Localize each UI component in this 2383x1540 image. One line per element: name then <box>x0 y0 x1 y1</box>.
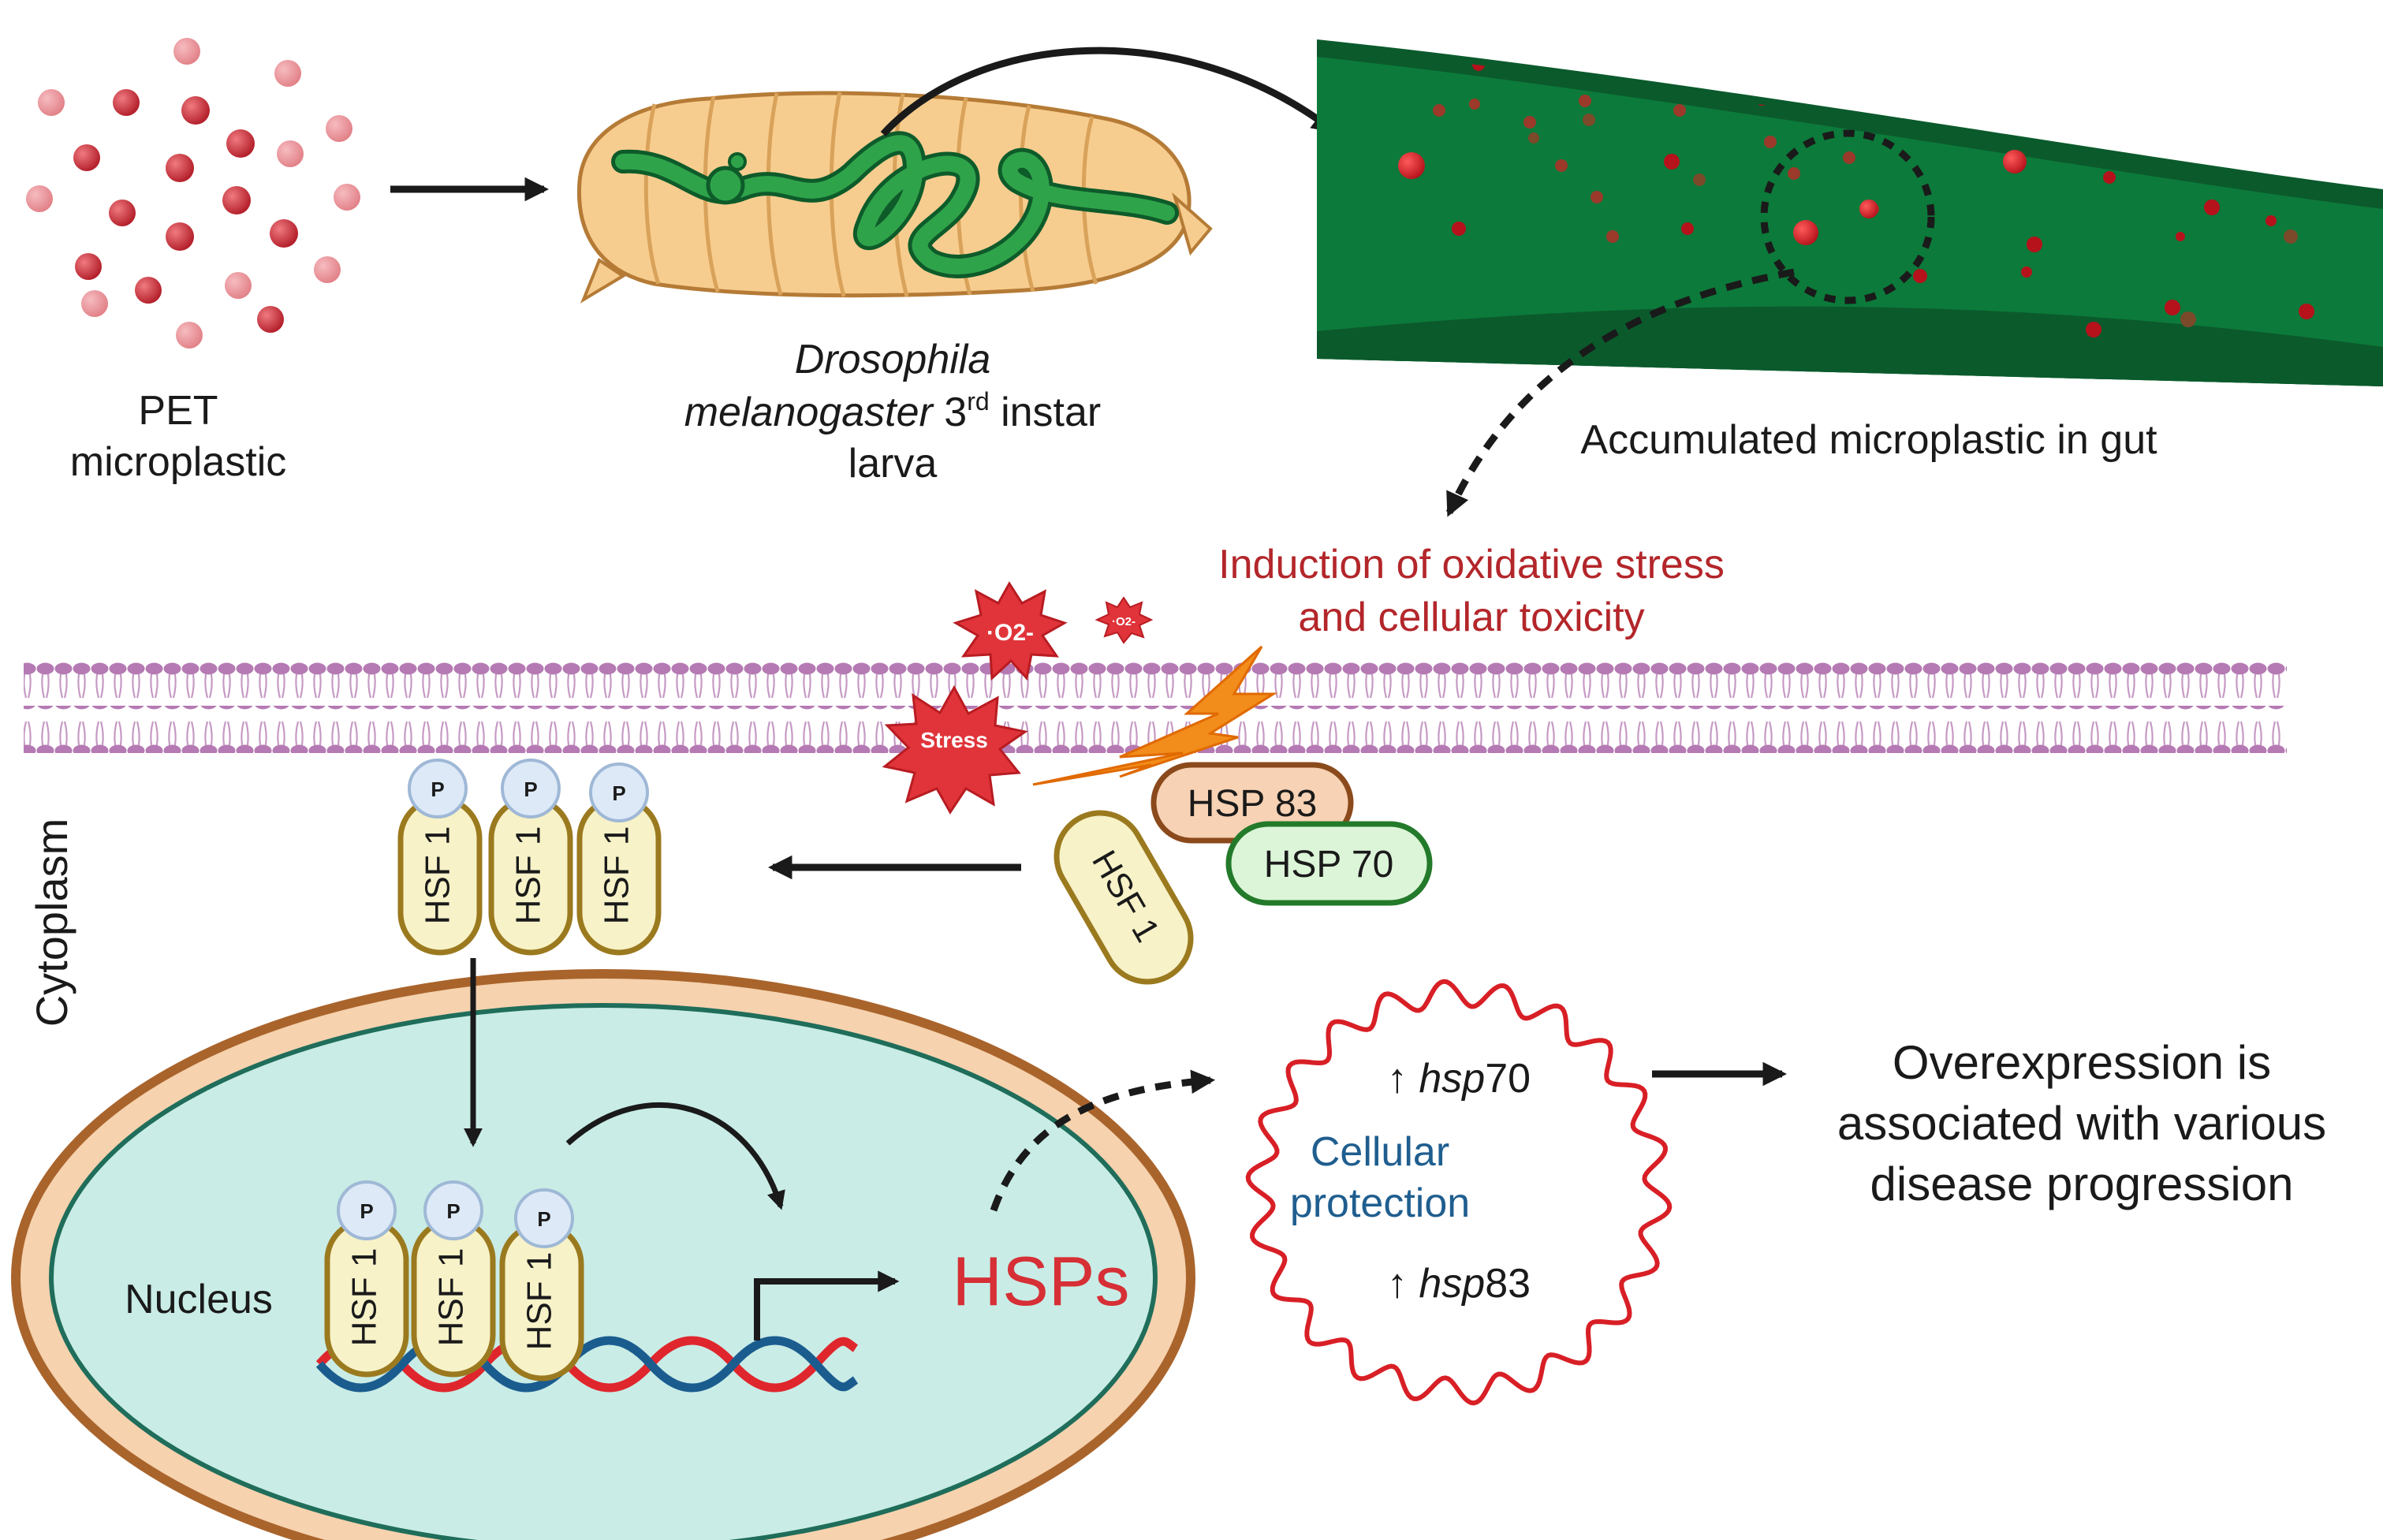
hsp70-protein: HSP 70 <box>1225 821 1433 906</box>
outcome-line3: disease progression <box>1870 1158 2294 1210</box>
svg-text:HSF 1: HSF 1 <box>598 826 636 925</box>
svg-text:P: P <box>612 781 625 805</box>
cytoplasm-label: Cytoplasm <box>27 818 76 1027</box>
larva-label: larva <box>848 441 938 487</box>
gut-caption: Accumulated microplastic in gut <box>1580 417 2157 463</box>
svg-text:P: P <box>446 1199 460 1223</box>
svg-text:HSF 1: HSF 1 <box>509 826 548 925</box>
hsp83-gene-label: ↑ hsp83 <box>1387 1261 1531 1307</box>
curved-arrow-transcription <box>565 1102 785 1210</box>
protection-label-line2: protection <box>1290 1180 1470 1226</box>
lightning-bolt-icon <box>1032 645 1278 786</box>
svg-text:·O2-: ·O2- <box>986 620 1034 646</box>
svg-text:P: P <box>360 1199 373 1223</box>
cell-membrane <box>24 658 2287 753</box>
larva-icon <box>576 91 1213 304</box>
protection-wavy-circle <box>1245 979 1673 1406</box>
arrow-to-gut <box>880 47 1337 137</box>
nucleus <box>11 969 1195 1540</box>
protection-label-line1: Cellular <box>1311 1129 1449 1175</box>
outcome-line1: Overexpression is <box>1893 1036 2271 1089</box>
hsf1-trimer-cytoplasm: HSF 1 HSF 1 HSF 1 P P P <box>397 759 662 956</box>
stress-burst: Stress <box>882 684 1028 815</box>
hsf1-monomer: HSF 1 <box>1054 810 1194 985</box>
promoter-arrow <box>754 1270 900 1341</box>
induction-label-line1: Induction of oxidative stress <box>1218 542 1725 587</box>
outcome-line2: associated with various <box>1837 1097 2326 1150</box>
gut-section-icon <box>1317 39 2383 386</box>
svg-text:P: P <box>431 777 444 801</box>
superoxide-burst-large: ·O2- <box>953 581 1068 681</box>
svg-text:P: P <box>524 777 537 801</box>
nucleus-label: Nucleus <box>125 1277 273 1322</box>
pet-label: PET <box>138 388 218 434</box>
superoxide-burst-small: ·O2- <box>1095 596 1154 644</box>
hsf1-trimer-nucleus: HSF 1 HSF 1 HSF 1 P P P <box>324 1180 584 1382</box>
svg-text:Stress: Stress <box>920 728 988 752</box>
svg-text:HSF 1: HSF 1 <box>345 1248 384 1347</box>
larva-stage-label: melanogaster 3rd instar <box>684 387 1102 435</box>
svg-text:P: P <box>537 1207 550 1231</box>
dna-double-helix-icon <box>315 1336 859 1393</box>
dashed-arrow-to-protection <box>990 1069 1216 1212</box>
svg-text:HSP 83: HSP 83 <box>1188 783 1318 825</box>
microplastic-cluster-icon <box>26 38 360 349</box>
svg-text:·O2-: ·O2- <box>1112 615 1136 628</box>
svg-text:HSF 1: HSF 1 <box>520 1252 559 1351</box>
hsp70-gene-label: ↑ hsp70 <box>1387 1056 1531 1102</box>
svg-text:HSP 70: HSP 70 <box>1264 844 1394 886</box>
svg-text:HSF 1: HSF 1 <box>432 1248 471 1347</box>
svg-text:HSF 1: HSF 1 <box>419 826 457 925</box>
hsps-label: HSPs <box>953 1242 1130 1320</box>
dashed-arrow-from-gut <box>1445 268 1795 517</box>
induction-label-line2: and cellular toxicity <box>1298 595 1644 640</box>
microplastic-label: microplastic <box>70 439 287 485</box>
larva-species-label: Drosophila <box>795 337 991 382</box>
